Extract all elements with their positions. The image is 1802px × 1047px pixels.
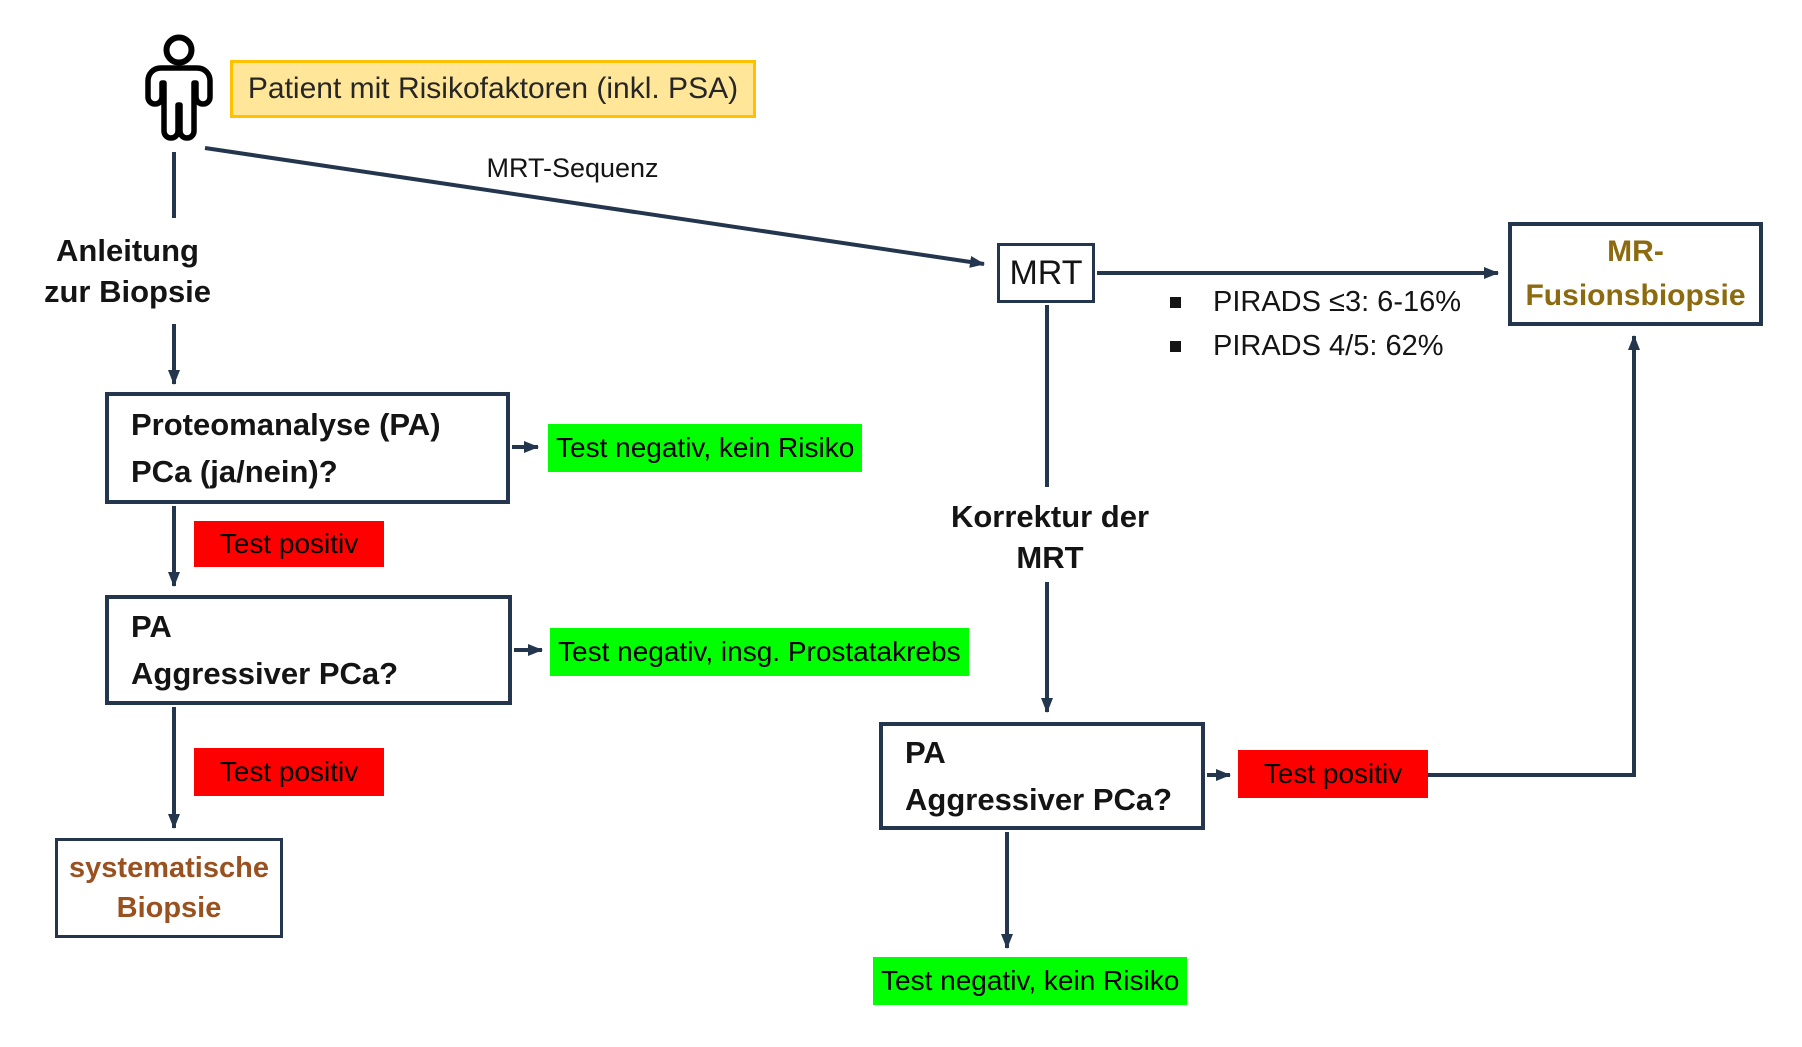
outcome-test-negativ-prostatakrebs: Test negativ, insg. Prostatakrebs xyxy=(550,628,969,676)
anleitung-line1: Anleitung xyxy=(56,233,199,268)
outcome-test-negativ-kein-risiko-1: Test negativ, kein Risiko xyxy=(548,424,863,472)
pirads-item-2-text: PIRADS 4/5: 62% xyxy=(1213,330,1444,362)
patient-icon-body xyxy=(145,65,213,141)
systematische-line1: systematische xyxy=(69,852,269,884)
arrow-patient-to-mrt xyxy=(204,146,985,268)
arrow-positiv-to-fusionsbiopsie xyxy=(1428,335,1640,777)
pa-right-line2: Aggressiver PCa? xyxy=(905,782,1173,817)
patient-risk-box: Patient mit Risikofaktoren (inkl. PSA) xyxy=(230,60,756,118)
systematische-biopsie-box: systematische Biopsie xyxy=(55,838,283,938)
mrt-box: MRT xyxy=(997,243,1095,303)
pa-aggressiver-box-left: PA Aggressiver PCa? xyxy=(105,595,512,705)
proteomanalyse-line2: PCa (ja/nein)? xyxy=(131,454,338,489)
anleitung-line2: zur Biopsie xyxy=(43,274,212,309)
pirads-item-1: PIRADS ≤3: 6-16% xyxy=(1170,286,1461,319)
pirads-list: PIRADS ≤3: 6-16% PIRADS 4/5: 62% xyxy=(1170,286,1461,374)
korrektur-der-mrt-label: Korrektur der MRT xyxy=(935,496,1165,578)
bullet-square-icon xyxy=(1170,297,1181,308)
mr-fusion-line2: Fusionsbiopsie xyxy=(1525,279,1746,312)
korrektur-line1: Korrektur der xyxy=(950,499,1150,534)
pa-right-line1: PA xyxy=(905,735,946,770)
pa-left-line1: PA xyxy=(131,609,172,644)
outcome-test-positiv-2: Test positiv xyxy=(194,748,384,796)
pirads-item-2: PIRADS 4/5: 62% xyxy=(1170,330,1461,363)
mr-fusion-line1: MR- xyxy=(1607,235,1664,268)
outcome-test-negativ-kein-risiko-2: Test negativ, kein Risiko xyxy=(873,957,1188,1005)
pa-left-line2: Aggressiver PCa? xyxy=(131,656,399,691)
systematische-line2: Biopsie xyxy=(116,892,222,924)
korrektur-line2: MRT xyxy=(1016,540,1084,575)
patient-icon xyxy=(145,34,213,141)
mrt-box-label: MRT xyxy=(1009,253,1083,292)
bullet-square-icon xyxy=(1170,341,1181,352)
patient-risk-label: Patient mit Risikofaktoren (inkl. PSA) xyxy=(247,72,739,105)
pirads-item-1-text: PIRADS ≤3: 6-16% xyxy=(1213,286,1462,318)
anleitung-zur-biopsie-label: Anleitung zur Biopsie xyxy=(40,230,215,312)
proteomanalyse-line1: Proteomanalyse (PA) xyxy=(131,407,441,442)
mrt-sequenz-label: MRT-Sequenz xyxy=(486,153,659,183)
pa-aggressiver-box-right: PA Aggressiver PCa? xyxy=(879,722,1205,830)
mr-fusionsbiopsie-box: MR- Fusionsbiopsie xyxy=(1508,222,1763,326)
outcome-test-positiv-3: Test positiv xyxy=(1238,750,1428,798)
patient-icon-head xyxy=(163,34,195,66)
outcome-test-positiv-1: Test positiv xyxy=(194,521,384,567)
proteomanalyse-box: Proteomanalyse (PA) PCa (ja/nein)? xyxy=(105,392,510,504)
